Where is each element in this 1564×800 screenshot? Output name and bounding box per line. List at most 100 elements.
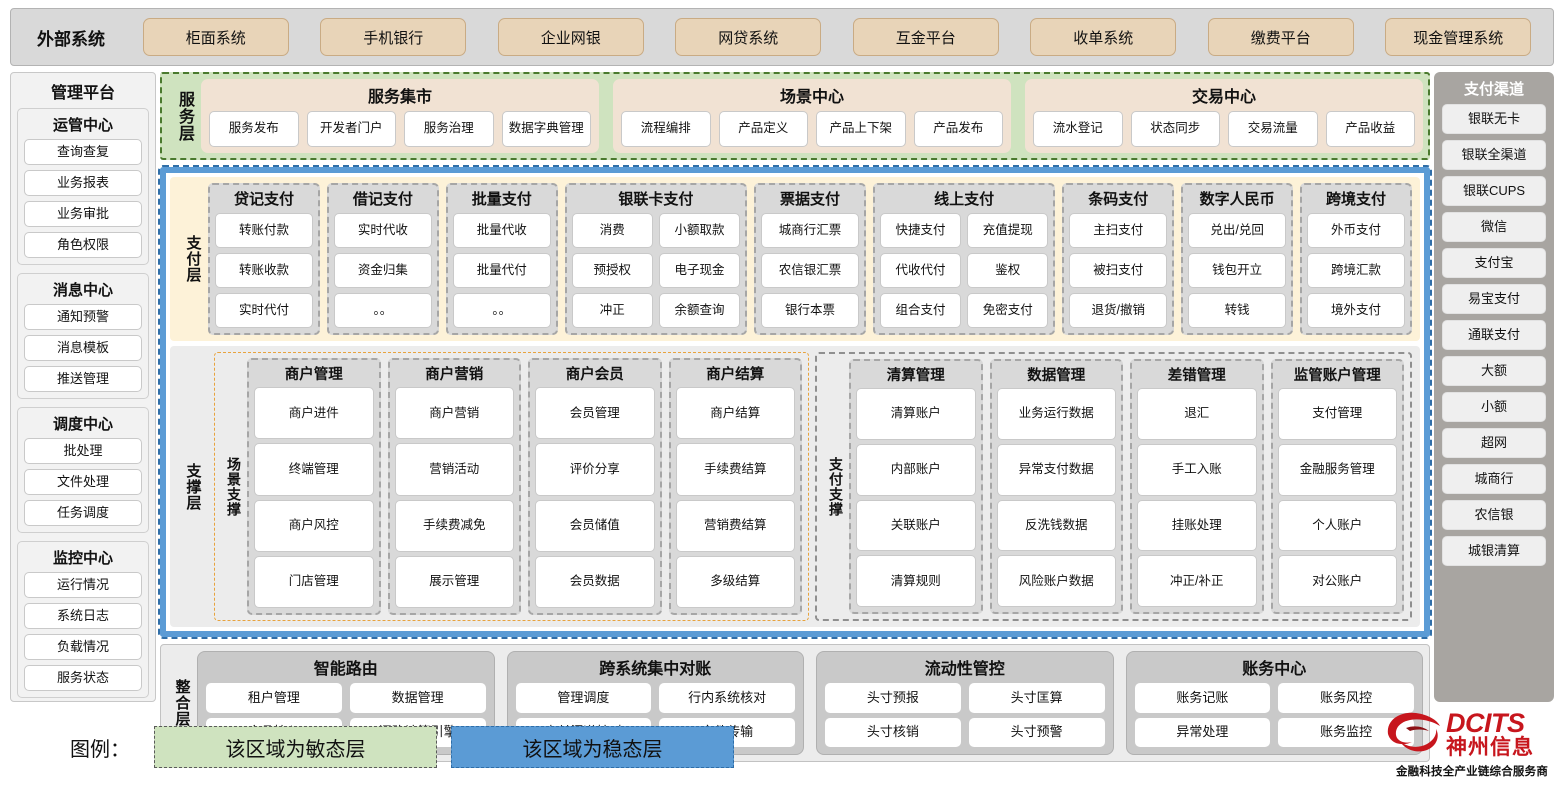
support-item[interactable]: 评价分享: [535, 443, 655, 495]
payment-channel-item[interactable]: 易宝支付: [1442, 284, 1546, 314]
service-card-item[interactable]: 产品定义: [719, 111, 809, 147]
payment-item[interactable]: 资金归集: [334, 253, 432, 288]
payment-channel-item[interactable]: 农信银: [1442, 500, 1546, 530]
payment-item[interactable]: 转账收款: [215, 253, 313, 288]
support-item[interactable]: 冲正/补正: [1137, 555, 1257, 607]
payment-channel-item[interactable]: 银联全渠道: [1442, 140, 1546, 170]
payment-item[interactable]: 实时代收: [334, 213, 432, 248]
payment-item[interactable]: 消费: [572, 213, 653, 248]
service-card-item[interactable]: 流程编排: [621, 111, 711, 147]
support-item[interactable]: 清算规则: [856, 555, 976, 607]
support-item[interactable]: 门店管理: [254, 556, 374, 608]
service-card-item[interactable]: 流水登记: [1033, 111, 1123, 147]
payment-item[interactable]: 跨境汇款: [1307, 253, 1405, 288]
payment-item[interactable]: 钱包开立: [1188, 253, 1286, 288]
support-item[interactable]: 商户进件: [254, 387, 374, 439]
payment-item[interactable]: 城商行汇票: [761, 213, 859, 248]
service-card-item[interactable]: 服务治理: [404, 111, 494, 147]
management-item[interactable]: 通知预警: [24, 304, 142, 330]
external-system-chip[interactable]: 互金平台: [853, 18, 999, 56]
management-item[interactable]: 文件处理: [24, 469, 142, 495]
payment-item[interactable]: 境外支付: [1307, 293, 1405, 328]
payment-item[interactable]: 转钱: [1188, 293, 1286, 328]
support-item[interactable]: 会员管理: [535, 387, 655, 439]
management-item[interactable]: 推送管理: [24, 366, 142, 392]
payment-channel-item[interactable]: 大额: [1442, 356, 1546, 386]
payment-item[interactable]: 。。: [453, 293, 551, 328]
support-item[interactable]: 反洗钱数据: [997, 500, 1117, 552]
external-system-chip[interactable]: 现金管理系统: [1385, 18, 1531, 56]
management-item[interactable]: 查询查复: [24, 139, 142, 165]
support-item[interactable]: 对公账户: [1278, 555, 1398, 607]
payment-item[interactable]: 主扫支付: [1069, 213, 1167, 248]
support-item[interactable]: 金融服务管理: [1278, 444, 1398, 496]
payment-channel-item[interactable]: 银联无卡: [1442, 104, 1546, 134]
integration-item[interactable]: 账务记账: [1135, 683, 1271, 713]
payment-item[interactable]: 预授权: [572, 253, 653, 288]
integration-item[interactable]: 头寸预报: [825, 683, 961, 713]
support-item[interactable]: 多级结算: [676, 556, 796, 608]
external-system-chip[interactable]: 手机银行: [320, 18, 466, 56]
payment-channel-item[interactable]: 小额: [1442, 392, 1546, 422]
support-item[interactable]: 会员数据: [535, 556, 655, 608]
payment-channel-item[interactable]: 通联支付: [1442, 320, 1546, 350]
payment-item[interactable]: 农信银汇票: [761, 253, 859, 288]
external-system-chip[interactable]: 收单系统: [1030, 18, 1176, 56]
integration-item[interactable]: 头寸核销: [825, 718, 961, 748]
payment-item[interactable]: 兑出/兑回: [1188, 213, 1286, 248]
support-item[interactable]: 会员储值: [535, 500, 655, 552]
management-item[interactable]: 业务审批: [24, 201, 142, 227]
support-item[interactable]: 退汇: [1137, 388, 1257, 440]
integration-item[interactable]: 管理调度: [516, 683, 652, 713]
support-item[interactable]: 手续费结算: [676, 443, 796, 495]
integration-item[interactable]: 异常处理: [1135, 718, 1271, 748]
integration-item[interactable]: 头寸匡算: [969, 683, 1105, 713]
service-card-item[interactable]: 交易流量: [1228, 111, 1318, 147]
payment-item[interactable]: 批量代收: [453, 213, 551, 248]
payment-item[interactable]: 余额查询: [659, 293, 740, 328]
support-item[interactable]: 营销费结算: [676, 500, 796, 552]
management-item[interactable]: 任务调度: [24, 500, 142, 526]
management-item[interactable]: 服务状态: [24, 665, 142, 691]
payment-channel-item[interactable]: 城银清算: [1442, 536, 1546, 566]
support-item[interactable]: 商户营销: [395, 387, 515, 439]
support-item[interactable]: 挂账处理: [1137, 500, 1257, 552]
service-card-item[interactable]: 产品发布: [914, 111, 1004, 147]
support-item[interactable]: 终端管理: [254, 443, 374, 495]
external-system-chip[interactable]: 柜面系统: [143, 18, 289, 56]
management-item[interactable]: 业务报表: [24, 170, 142, 196]
support-item[interactable]: 关联账户: [856, 500, 976, 552]
support-item[interactable]: 清算账户: [856, 388, 976, 440]
payment-item[interactable]: 快捷支付: [880, 213, 961, 248]
payment-item[interactable]: 银行本票: [761, 293, 859, 328]
payment-item[interactable]: 小额取款: [659, 213, 740, 248]
service-card-item[interactable]: 产品上下架: [816, 111, 906, 147]
integration-item[interactable]: 租户管理: [206, 683, 342, 713]
support-item[interactable]: 个人账户: [1278, 500, 1398, 552]
payment-item[interactable]: 组合支付: [880, 293, 961, 328]
management-item[interactable]: 消息模板: [24, 335, 142, 361]
payment-item[interactable]: 。。: [334, 293, 432, 328]
support-item[interactable]: 商户风控: [254, 500, 374, 552]
support-item[interactable]: 展示管理: [395, 556, 515, 608]
external-system-chip[interactable]: 企业网银: [498, 18, 644, 56]
payment-item[interactable]: 转账付款: [215, 213, 313, 248]
payment-channel-item[interactable]: 城商行: [1442, 464, 1546, 494]
management-item[interactable]: 系统日志: [24, 603, 142, 629]
support-item[interactable]: 支付管理: [1278, 388, 1398, 440]
external-system-chip[interactable]: 缴费平台: [1208, 18, 1354, 56]
support-item[interactable]: 手工入账: [1137, 444, 1257, 496]
support-item[interactable]: 风险账户数据: [997, 555, 1117, 607]
payment-item[interactable]: 充值提现: [967, 213, 1048, 248]
external-system-chip[interactable]: 网贷系统: [675, 18, 821, 56]
payment-item[interactable]: 实时代付: [215, 293, 313, 328]
payment-channel-item[interactable]: 微信: [1442, 212, 1546, 242]
support-item[interactable]: 业务运行数据: [997, 388, 1117, 440]
integration-item[interactable]: 头寸预警: [969, 718, 1105, 748]
payment-item[interactable]: 鉴权: [967, 253, 1048, 288]
payment-item[interactable]: 电子现金: [659, 253, 740, 288]
support-item[interactable]: 内部账户: [856, 444, 976, 496]
payment-item[interactable]: 免密支付: [967, 293, 1048, 328]
management-item[interactable]: 负载情况: [24, 634, 142, 660]
management-item[interactable]: 运行情况: [24, 572, 142, 598]
